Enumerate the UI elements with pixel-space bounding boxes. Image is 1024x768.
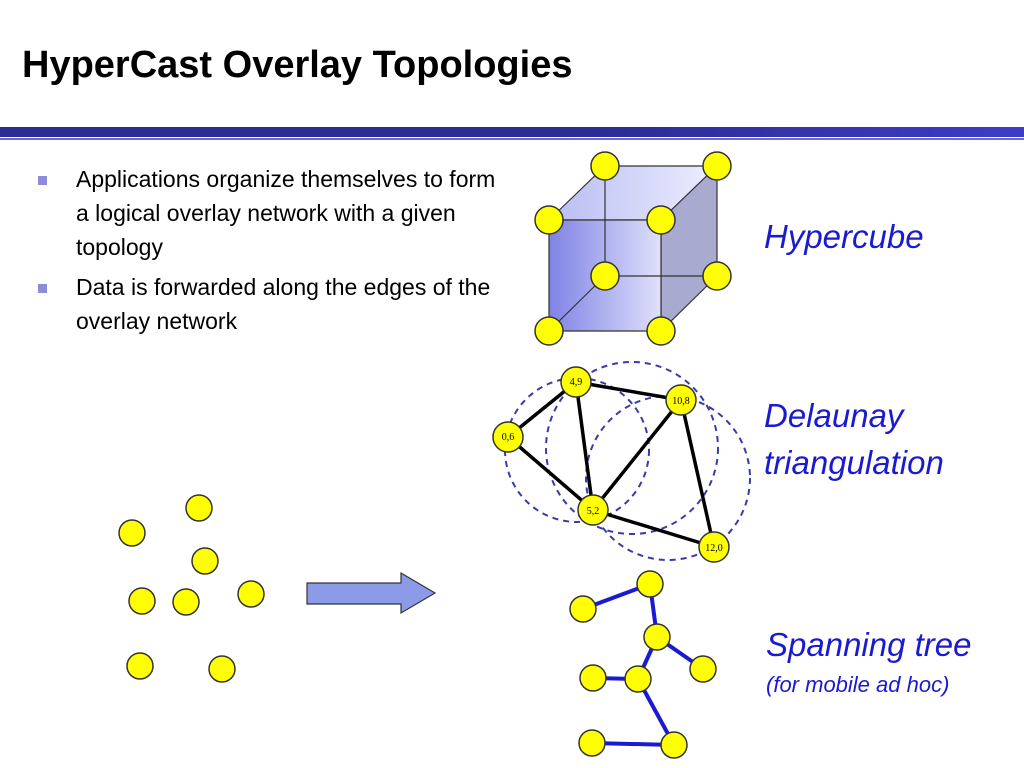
free-node: [126, 652, 154, 680]
bullet-item: Data is forwarded along the edges of the…: [36, 270, 506, 338]
delaunay-node-label: 5,2: [587, 506, 600, 517]
cube-node: [590, 261, 620, 291]
delaunay-node: 12,0: [698, 531, 730, 563]
bullet-text: Applications organize themselves to form…: [76, 166, 496, 260]
free-node: [237, 580, 265, 608]
free-node: [208, 655, 236, 683]
delaunay-node: 10,8: [665, 384, 697, 416]
tree-edges: [582, 582, 705, 747]
circumcircle: [545, 361, 719, 535]
delaunay-node-label: 0,6: [502, 432, 515, 443]
title-divider-thin: [0, 138, 1024, 140]
delaunay-label-line1: Delaunay: [764, 397, 904, 434]
delaunay-node: 0,6: [492, 421, 524, 453]
cube-node: [534, 205, 564, 235]
circumcircle: [585, 395, 751, 561]
hypercube-label: Hypercube: [764, 218, 924, 255]
tree-node: [636, 570, 664, 598]
delaunay-label-line2: triangulation: [764, 444, 944, 481]
spanning-tree-label: Spanning tree: [766, 626, 972, 663]
delaunay-node-label: 10,8: [672, 396, 690, 407]
delaunay-node-label: 4,9: [570, 377, 583, 388]
spanning-tree-note: (for mobile ad hoc): [766, 672, 950, 697]
delaunay-node-label: 12,0: [705, 543, 723, 554]
delaunay-node: 5,2: [577, 494, 609, 526]
bullet-list: Applications organize themselves to form…: [36, 162, 506, 344]
delaunay-edges: [506, 380, 716, 549]
free-node: [172, 588, 200, 616]
free-node: [118, 519, 146, 547]
cube-node: [590, 151, 620, 181]
tree-node: [689, 655, 717, 683]
free-node: [128, 587, 156, 615]
slide-title: HyperCast Overlay Topologies: [22, 44, 573, 86]
tree-node: [643, 623, 671, 651]
cube-node: [534, 316, 564, 346]
free-node: [185, 494, 213, 522]
hypercube-diagram: [534, 151, 732, 346]
right-arrow-icon: [306, 571, 437, 615]
cube-node: [702, 261, 732, 291]
cube-node: [702, 151, 732, 181]
square-bullet-icon: [38, 284, 47, 293]
tree-node: [624, 665, 652, 693]
unconnected-nodes: [118, 494, 265, 683]
bullet-item: Applications organize themselves to form…: [36, 162, 506, 264]
tree-node: [660, 731, 688, 759]
tree-node: [579, 664, 607, 692]
free-node: [191, 547, 219, 575]
spanning-tree-diagram: [569, 570, 717, 759]
cube-node: [646, 205, 676, 235]
tree-node: [569, 595, 597, 623]
square-bullet-icon: [38, 176, 47, 185]
title-divider: [0, 127, 1024, 137]
bullet-text: Data is forwarded along the edges of the…: [76, 274, 491, 334]
tree-node: [578, 729, 606, 757]
delaunay-node: 4,9: [560, 366, 592, 398]
cube-node: [646, 316, 676, 346]
delaunay-diagram: 4,9 10,8 0,6 5,2 12,0: [492, 361, 751, 563]
